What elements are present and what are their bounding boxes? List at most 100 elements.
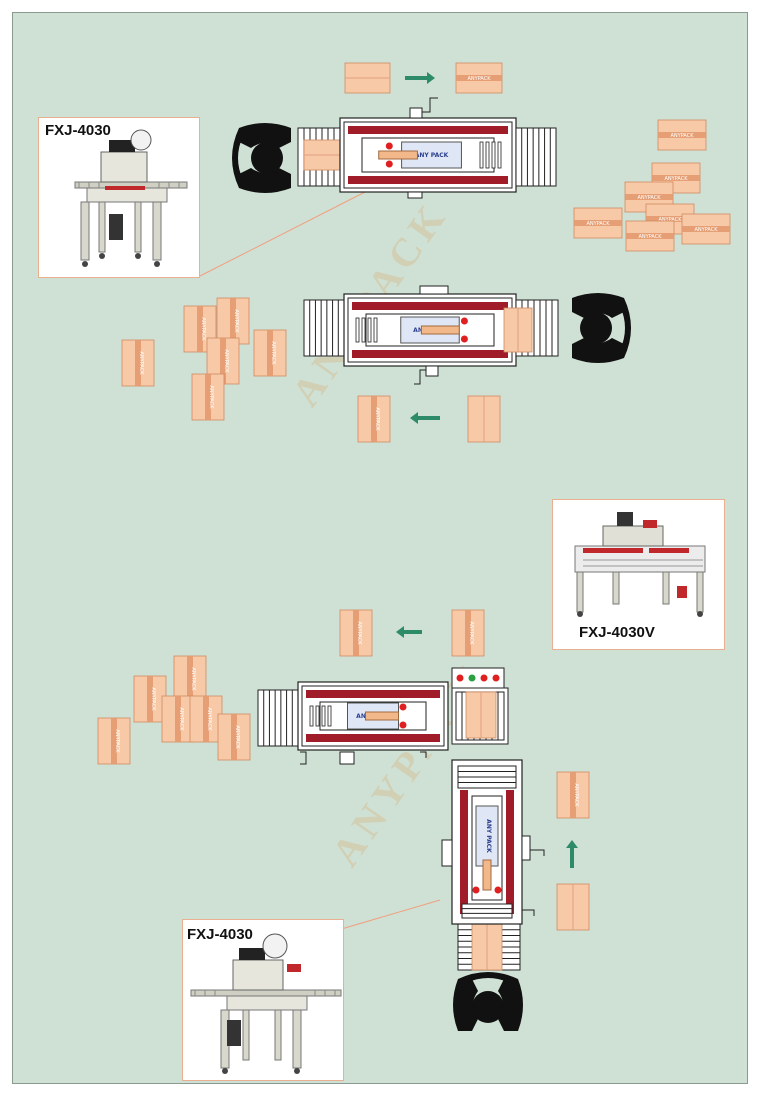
side-roller <box>321 705 326 727</box>
handle-crank-2b <box>414 369 426 385</box>
belt-top <box>306 690 440 698</box>
flow-arrow-3a <box>566 840 578 868</box>
foot-3 <box>300 751 307 765</box>
sealed-box-stack-3-4: ANYPACK <box>217 713 251 761</box>
sealed-box-stack-3-2: ANYPACK <box>161 695 195 743</box>
box-tape-text: ANYPACK <box>356 621 362 645</box>
box-tape-text: ANYPACK <box>586 221 610 227</box>
indicator-dot <box>385 160 393 168</box>
tape-roll <box>420 325 460 335</box>
box-tape <box>456 75 502 81</box>
side-roller <box>485 141 490 169</box>
box-tape <box>465 610 471 656</box>
box-tape <box>197 306 203 352</box>
box-on-conveyor-3 <box>471 923 503 971</box>
flow-arrow-1 <box>405 72 435 84</box>
indicator-dot <box>460 335 468 343</box>
box-tape <box>626 233 674 239</box>
callout-line-2 <box>337 899 441 931</box>
handle-crank-1b <box>422 97 438 113</box>
callout-line-1 <box>199 191 366 277</box>
box-tape-text: ANYPACK <box>670 133 694 139</box>
sealed-box-stack-2-1: ANYPACK <box>216 297 250 345</box>
box-tape-text: ANYPACK <box>208 385 214 409</box>
belt-top <box>352 302 508 310</box>
box-tape-text: ANYPACK <box>374 407 380 431</box>
arrow-head <box>427 72 435 84</box>
side-roller <box>355 317 360 343</box>
conveyor-out-1 <box>515 127 557 187</box>
arrow-shaft <box>570 847 574 868</box>
belt-right <box>506 790 514 914</box>
box-tape-text: ANYPACK <box>233 309 239 333</box>
sealed-box-stack-3-3: ANYPACK <box>189 695 223 743</box>
handle-crank-1 <box>409 107 423 119</box>
box-tape <box>175 696 181 742</box>
operator-3 <box>453 972 523 1031</box>
roller-frame <box>515 127 557 187</box>
sealer-inner-frame <box>301 685 445 747</box>
sealed-box-stack-1-4: ANYPACK <box>573 207 623 239</box>
arrow-shaft <box>403 630 422 634</box>
box-tape <box>220 338 226 384</box>
indicator-dot <box>399 703 407 711</box>
box-tape-text: ANYPACK <box>150 687 156 711</box>
sealed-box-stack-2-5: ANYPACK <box>191 373 225 421</box>
tape-roll <box>482 859 492 891</box>
top-rollers <box>457 765 517 789</box>
sealed-box-2: ANYPACK <box>357 395 391 443</box>
machine-card-2: FXJ-4030V <box>552 499 725 650</box>
sealed-box-stack-3-1: ANYPACK <box>133 675 167 723</box>
box-tape <box>231 714 237 760</box>
sealed-box-1: ANYPACK <box>455 62 503 94</box>
box-tape-text: ANYPACK <box>190 667 196 691</box>
conveyor-out-3 <box>257 689 299 747</box>
belt-bottom <box>306 734 440 742</box>
roller-frame <box>461 903 513 919</box>
side-roller <box>309 705 314 727</box>
box-tape <box>658 132 706 138</box>
operator-arm-left <box>453 979 478 1031</box>
folding-sealer-machine-photo-icon <box>574 512 706 617</box>
box-tape <box>267 330 273 376</box>
operator-head <box>472 991 504 1023</box>
machine-model-label-2: FXJ-4030V <box>579 624 655 641</box>
indicator-dot <box>494 886 502 894</box>
box-on-conveyor-2 <box>503 307 533 353</box>
side-roller <box>315 705 320 727</box>
operator-arm-left <box>239 168 291 193</box>
box-on-conveyor-1 <box>303 139 347 171</box>
side-roller <box>491 141 496 169</box>
side-roller <box>367 317 372 343</box>
roller-frame <box>303 299 345 357</box>
arrow-head <box>566 840 578 848</box>
sealed-box-stack-1-5: ANYPACK <box>681 213 731 245</box>
box-tape-text: ANYPACK <box>223 349 229 373</box>
box-tape-text: ANYPACK <box>270 341 276 365</box>
box-tape-text: ANYPACK <box>206 707 212 731</box>
indicator-dot <box>385 142 393 150</box>
operator-arm-right <box>239 123 291 148</box>
box-tape-text: ANYPACK <box>467 76 491 82</box>
incoming-box-2 <box>467 395 501 443</box>
box-tape-text: ANYPACK <box>573 783 579 807</box>
sealed-box-stack-1-6: ANYPACK <box>625 220 675 252</box>
sealed-box-stack-3-5: ANYPACK <box>97 717 131 765</box>
box-tape <box>205 374 211 420</box>
box-at-transfer-3 <box>465 691 497 739</box>
handle-crank-2 <box>425 365 439 377</box>
box-tape <box>646 216 694 222</box>
operator-arm-right <box>498 979 523 1031</box>
box-tape <box>682 226 730 232</box>
machine-card-3: FXJ-4030 <box>182 919 344 1081</box>
flow-arrow-2 <box>410 412 440 424</box>
side-handle-3b <box>521 835 531 861</box>
sealed-box-3b: ANYPACK <box>339 609 373 657</box>
operator-arm-right <box>572 338 624 363</box>
base-foot-1 <box>407 191 423 199</box>
sealer-inner-frame <box>343 121 513 189</box>
panel-light-2 <box>480 674 488 682</box>
incoming-taped-box-3: ANYPACK <box>556 771 590 819</box>
guide-rail <box>471 795 503 901</box>
